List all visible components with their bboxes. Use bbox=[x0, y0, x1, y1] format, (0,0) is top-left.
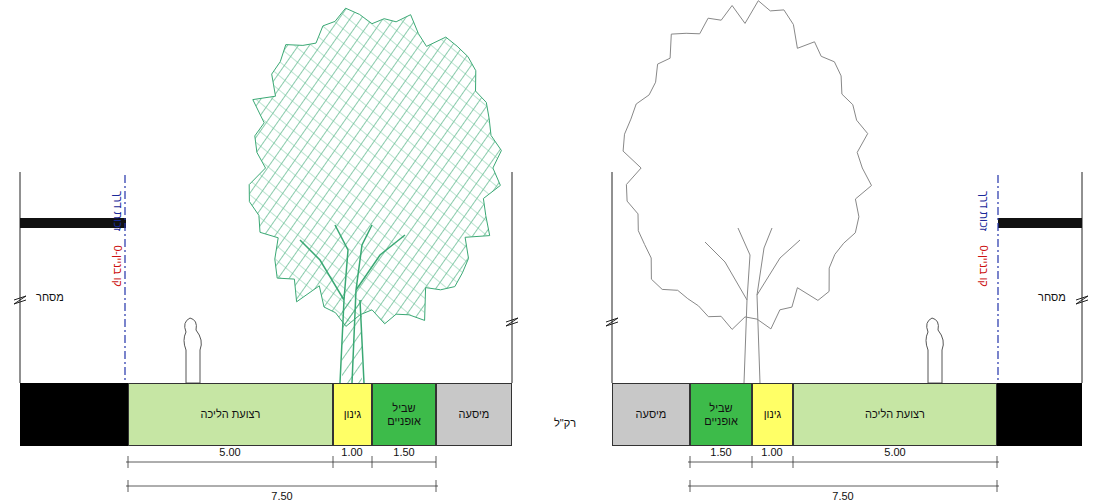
band-label: גינון bbox=[342, 408, 364, 421]
dimension: 1.00 bbox=[759, 446, 784, 458]
band-label: רצועת הליכה bbox=[199, 408, 263, 421]
band-label: רצועת הליכה bbox=[863, 408, 927, 421]
dimension: 1.50 bbox=[708, 446, 733, 458]
building-line-label: קו בניין-0 bbox=[978, 245, 990, 287]
building-line-label: קו בניין-0 bbox=[112, 245, 124, 287]
bike-path-band: שביל אופניים bbox=[690, 383, 752, 446]
roadway-band: מיסעה bbox=[436, 383, 512, 446]
band-label: שביל אופניים bbox=[373, 402, 435, 427]
dimension: 5.00 bbox=[217, 446, 242, 458]
band-label: מיסעה bbox=[634, 408, 669, 421]
band-label: שביל אופניים bbox=[691, 402, 751, 427]
dimension: 7.50 bbox=[269, 490, 294, 502]
band-label: מיסעה bbox=[457, 408, 492, 421]
use-label: מסחר bbox=[34, 291, 66, 303]
bike-path-band: שביל אופניים bbox=[372, 383, 436, 446]
dimension: 1.00 bbox=[339, 446, 364, 458]
rail-label: רק"ל bbox=[552, 417, 578, 429]
dimension: 1.50 bbox=[391, 446, 416, 458]
dimension: 5.00 bbox=[882, 446, 907, 458]
right-of-way-label: זכות דרך bbox=[112, 191, 124, 231]
band-label: גינון bbox=[762, 408, 784, 421]
right-of-way-label: זכות דרך bbox=[978, 191, 990, 231]
walkway-band: רצועת הליכה bbox=[128, 383, 333, 446]
use-label: מסחר bbox=[1036, 291, 1068, 303]
dimension: 7.50 bbox=[830, 490, 855, 502]
planting-band: גינון bbox=[333, 383, 372, 446]
walkway-band: רצועת הליכה bbox=[793, 383, 997, 446]
roadway-band: מיסעה bbox=[612, 383, 690, 446]
planting-band: גינון bbox=[752, 383, 793, 446]
